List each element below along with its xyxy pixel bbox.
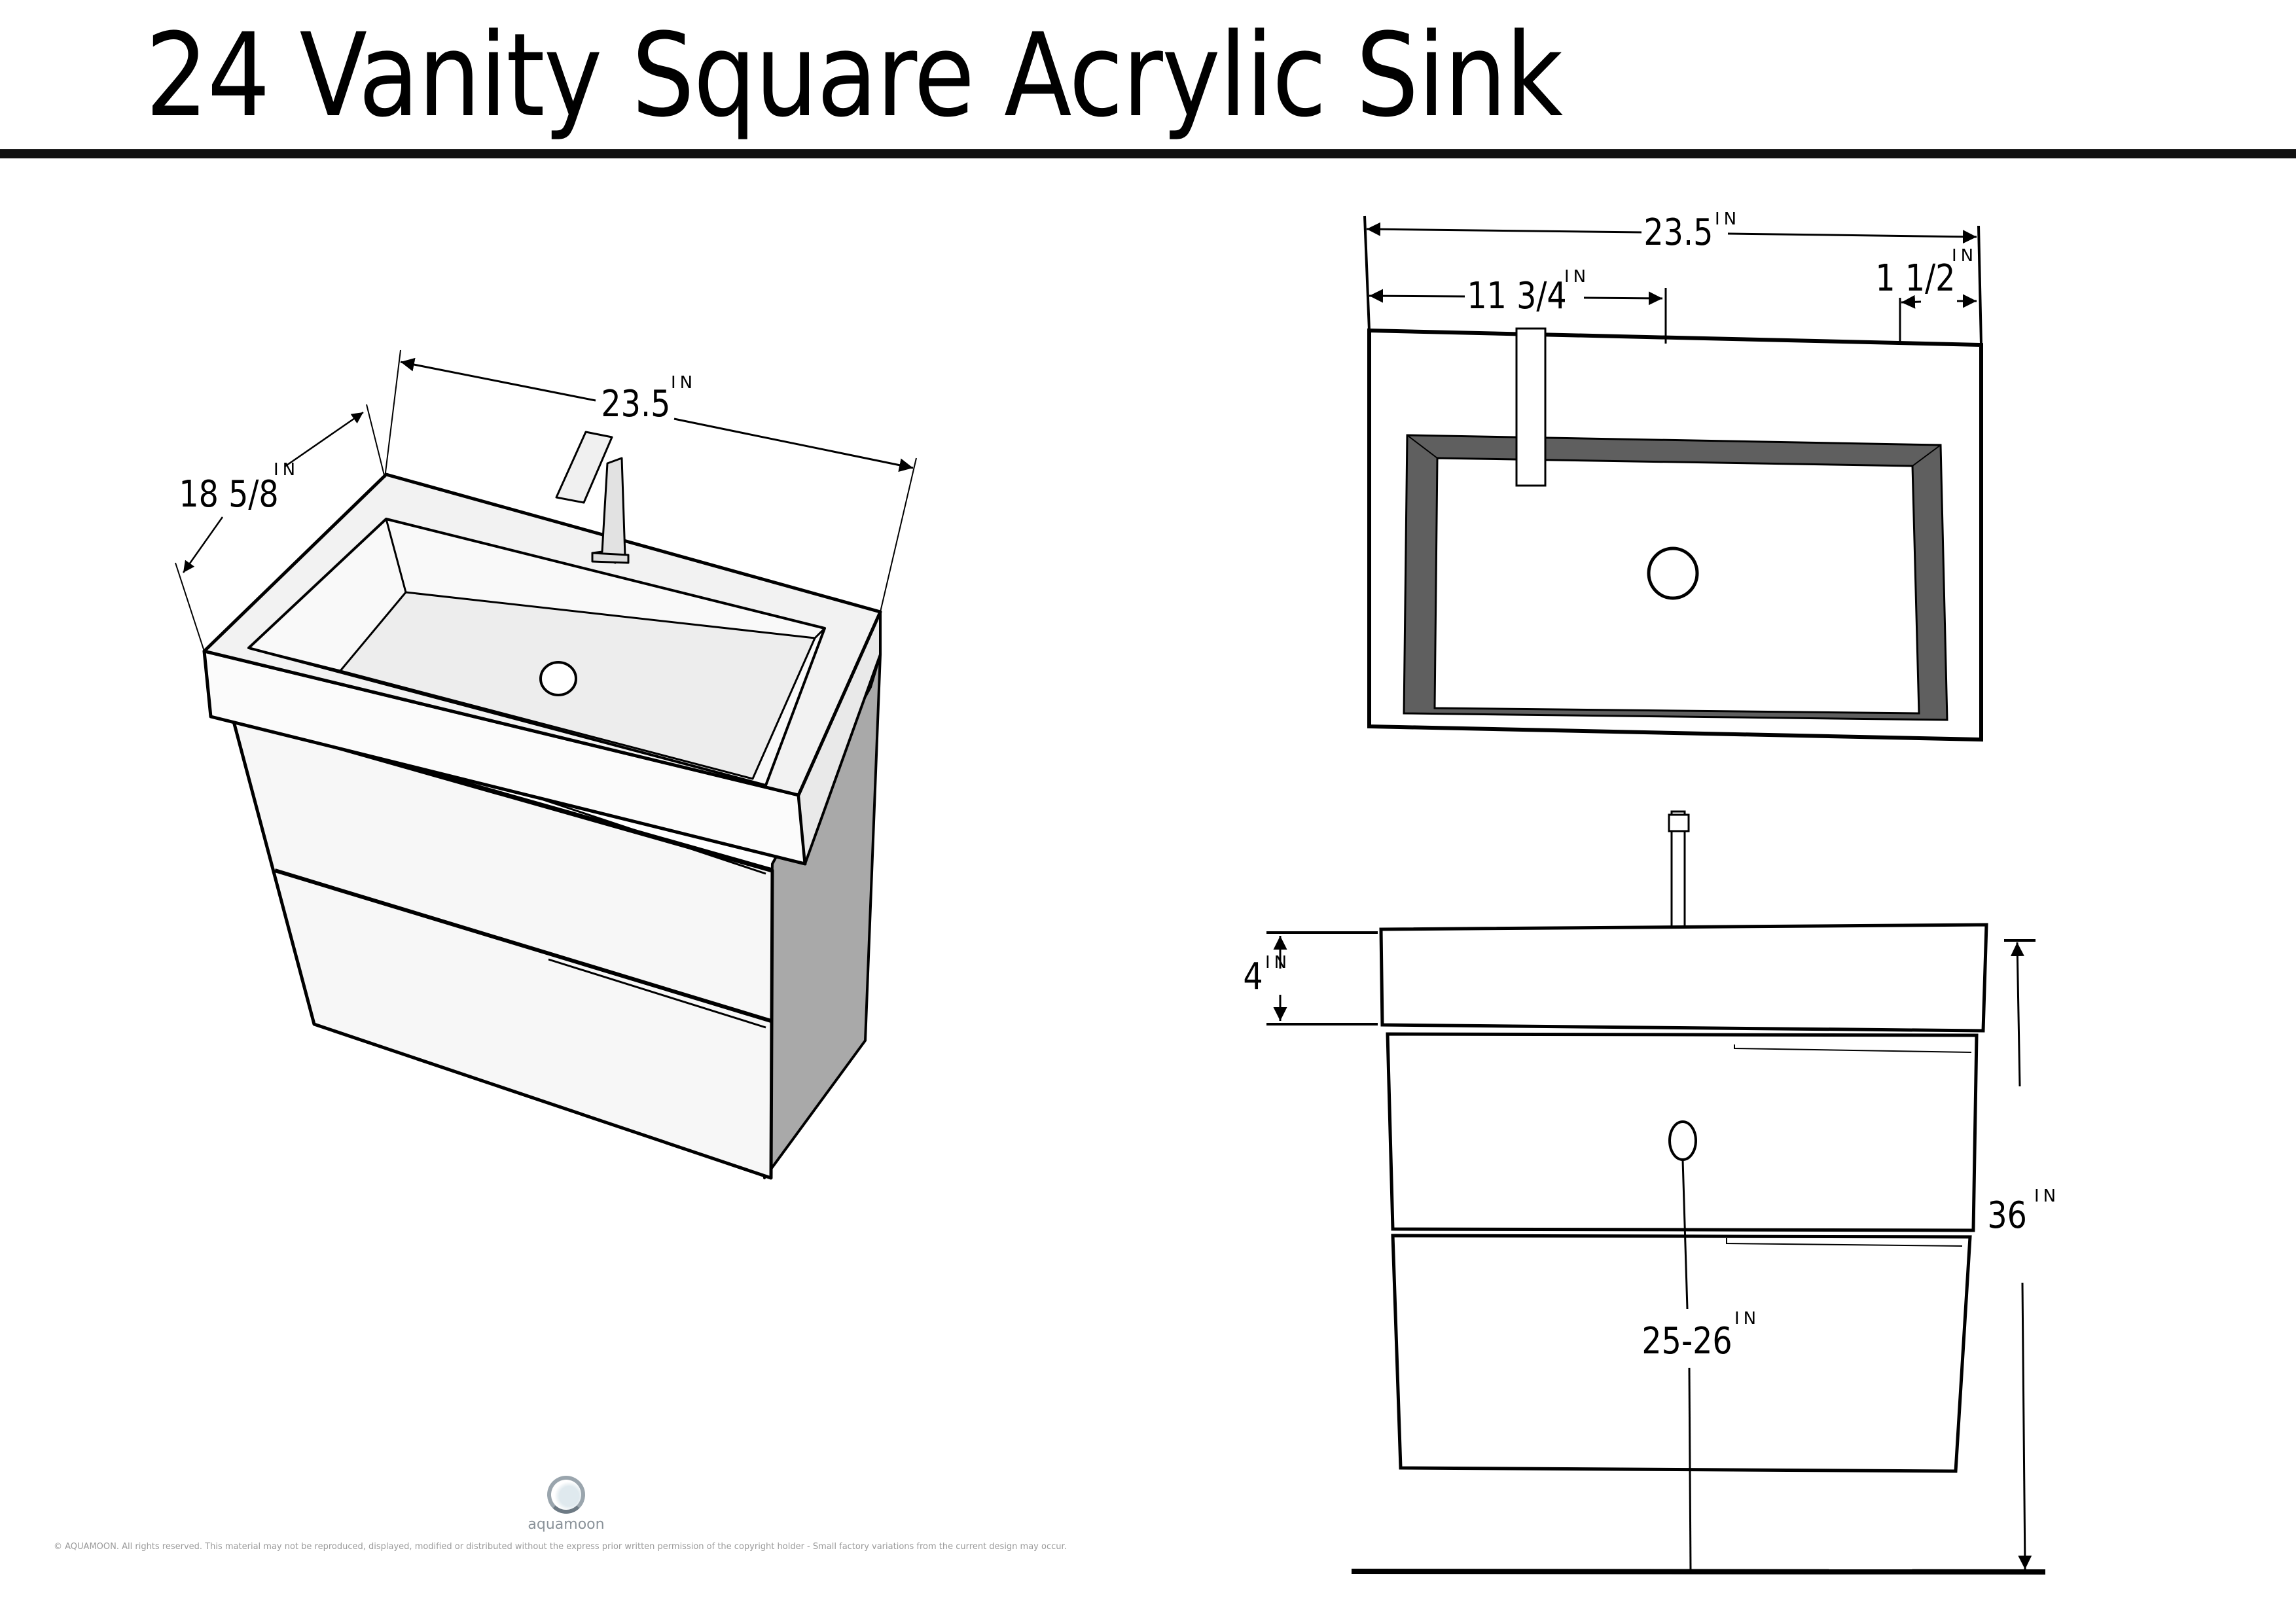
copyright-notice: © AQUAMOON. All rights reserved. This ma…: [54, 1542, 1067, 1552]
top-width-label: 23.5: [1641, 215, 1715, 251]
iso-depth-unit: IN: [274, 460, 300, 480]
iso-width-label: 23.5: [599, 386, 673, 423]
faucet-offset-unit: IN: [1564, 267, 1590, 287]
brand-name: aquamoon: [528, 1516, 605, 1533]
front-view: [1266, 810, 2046, 1575]
iso-width-unit: IN: [671, 373, 697, 393]
sink-height-label: 4: [1243, 955, 1263, 998]
total-height-unit: IN: [2034, 1186, 2060, 1206]
total-height-label: 36: [1985, 1198, 2030, 1234]
page-title: 24 Vanity Square Acrylic Sink: [145, 9, 1563, 143]
back-margin-unit: IN: [1952, 246, 1978, 266]
title-divider: [0, 149, 2296, 158]
isometric-view: [175, 349, 917, 1180]
drain-height-label: 25-26: [1640, 1323, 1735, 1360]
iso-depth-label: 18 5/8: [177, 476, 281, 513]
drain-height-unit: IN: [1734, 1309, 1761, 1329]
back-margin-label: 1 1/2: [1875, 257, 1956, 300]
sink-height-unit: IN: [1265, 953, 1291, 972]
top-view: [1363, 215, 1983, 742]
top-width-unit: IN: [1715, 209, 1741, 229]
moon-logo-icon: [547, 1476, 585, 1514]
brand-logo: aquamoon: [524, 1476, 609, 1533]
faucet-offset-label: 11 3/4: [1465, 278, 1570, 315]
